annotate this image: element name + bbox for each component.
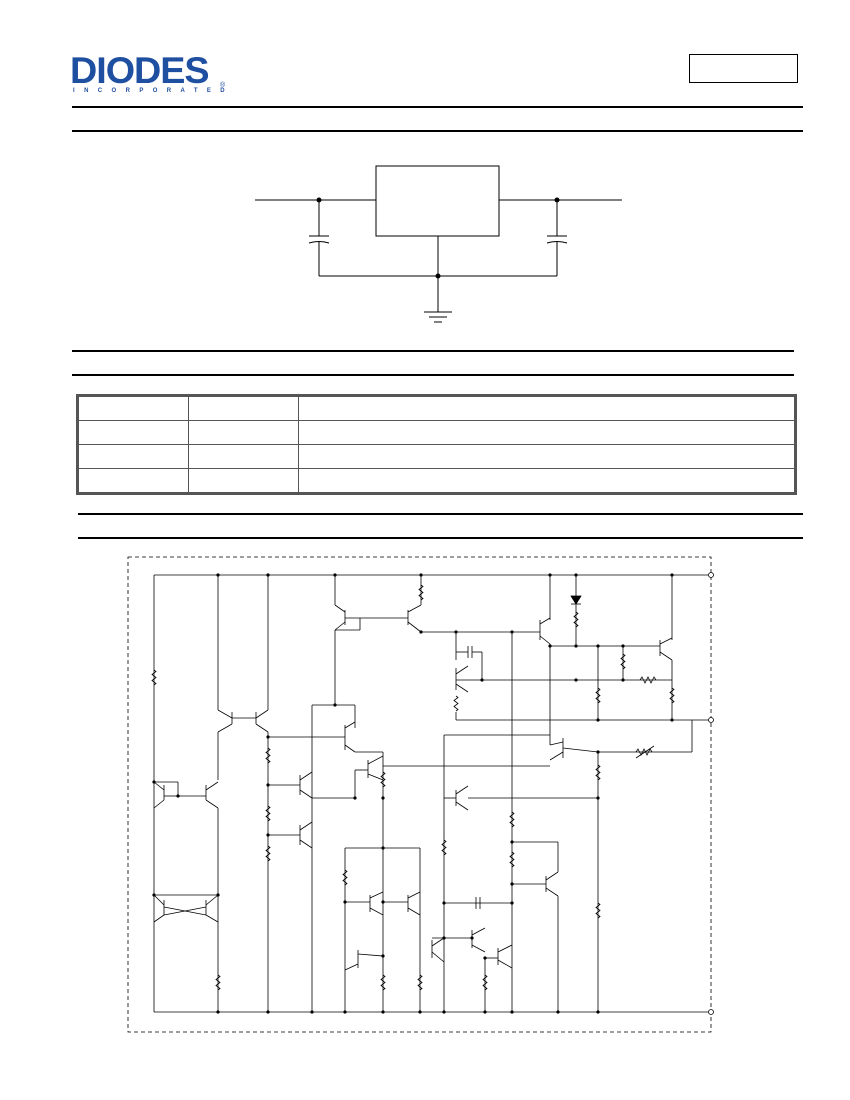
- ground-symbol: [424, 311, 452, 323]
- section-rule-pin-bottom: [72, 374, 794, 376]
- section-rule-typical-application: [72, 130, 803, 132]
- table-cell: [188, 468, 299, 493]
- table-cell: [298, 444, 795, 469]
- table-cell: [78, 396, 189, 421]
- pin-description-table: [76, 394, 797, 495]
- table-row: [78, 468, 795, 493]
- input-capacitor: [308, 200, 330, 276]
- logo-wordmark: DIODES: [70, 50, 210, 91]
- section-rule-pin-top: [72, 350, 794, 352]
- logo-registered-mark: ®: [220, 82, 226, 89]
- section-rule-block-bottom: [78, 537, 803, 539]
- typical-application-circuit: [255, 165, 622, 323]
- table-cell: [78, 468, 189, 493]
- table-cell: [78, 420, 189, 445]
- vout-terminal: [708, 717, 714, 723]
- logo-subtitle: INCORPORATED: [73, 88, 235, 94]
- section-rule-block-top: [78, 513, 803, 515]
- internal-schematic: [127, 556, 714, 1033]
- gnd-terminal: [708, 1009, 714, 1015]
- output-capacitor: [546, 200, 568, 276]
- table-cell: [188, 396, 299, 421]
- table-cell: [78, 444, 189, 469]
- table-row: [78, 420, 795, 445]
- part-number-box: [689, 54, 798, 83]
- diodes-logo: DIODES INCORPORATED ®: [70, 52, 230, 96]
- dashed-boundary: [127, 556, 712, 1033]
- header-rule: [72, 106, 803, 108]
- vin-terminal: [708, 572, 714, 578]
- table-cell: [298, 468, 795, 493]
- table-cell: [188, 420, 299, 445]
- regulator-block: [375, 165, 500, 237]
- table-row: [78, 444, 795, 469]
